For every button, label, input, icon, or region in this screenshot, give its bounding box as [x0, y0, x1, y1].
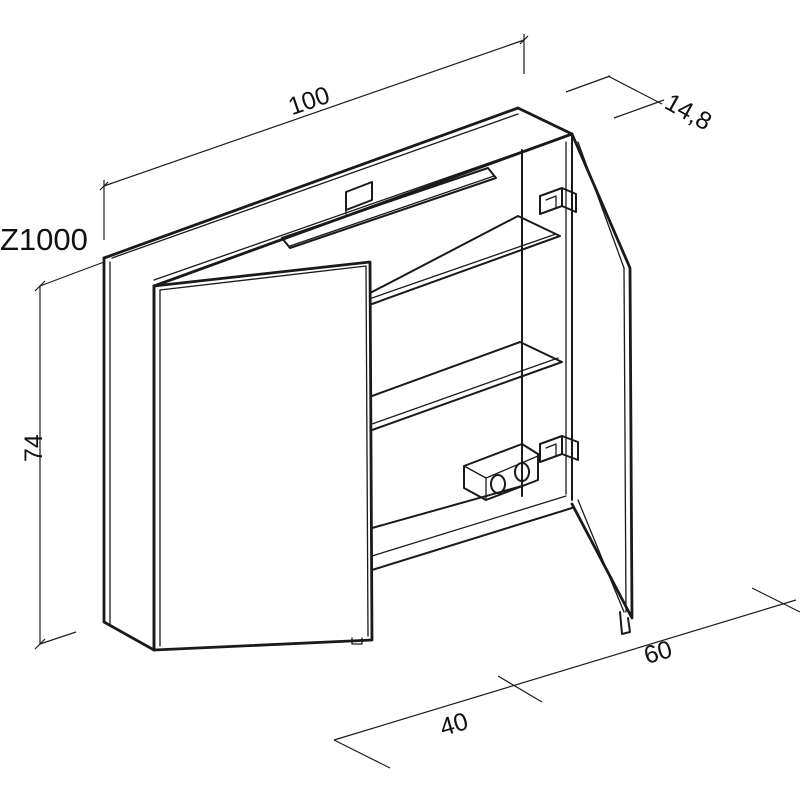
- height-dimension: 74: [20, 261, 105, 650]
- socket-box: [463, 443, 539, 501]
- model-label: Z1000: [0, 222, 88, 257]
- upper-hinge: [539, 187, 577, 215]
- upper-glass-shelf: [371, 215, 561, 305]
- left-door: [152, 260, 374, 652]
- left-door-dimension-label: 40: [437, 707, 471, 742]
- led-light-bar: [281, 167, 497, 249]
- cabinet-body: [102, 106, 574, 652]
- door-width-dimension: 40 60: [333, 587, 800, 769]
- width-dimension: 100: [99, 34, 529, 240]
- depth-dimension-label: 14,8: [660, 88, 716, 136]
- socket-outlet-icon: [490, 474, 506, 494]
- height-dimension-label: 74: [20, 434, 48, 462]
- lower-hinge: [539, 435, 579, 463]
- lower-glass-shelf: [371, 341, 563, 431]
- right-door-dimension-label: 60: [641, 635, 675, 670]
- width-dimension-label: 100: [285, 81, 334, 121]
- switch-outlet-icon: [514, 462, 530, 482]
- depth-dimension: 14,8: [565, 75, 716, 136]
- right-door: [570, 132, 634, 635]
